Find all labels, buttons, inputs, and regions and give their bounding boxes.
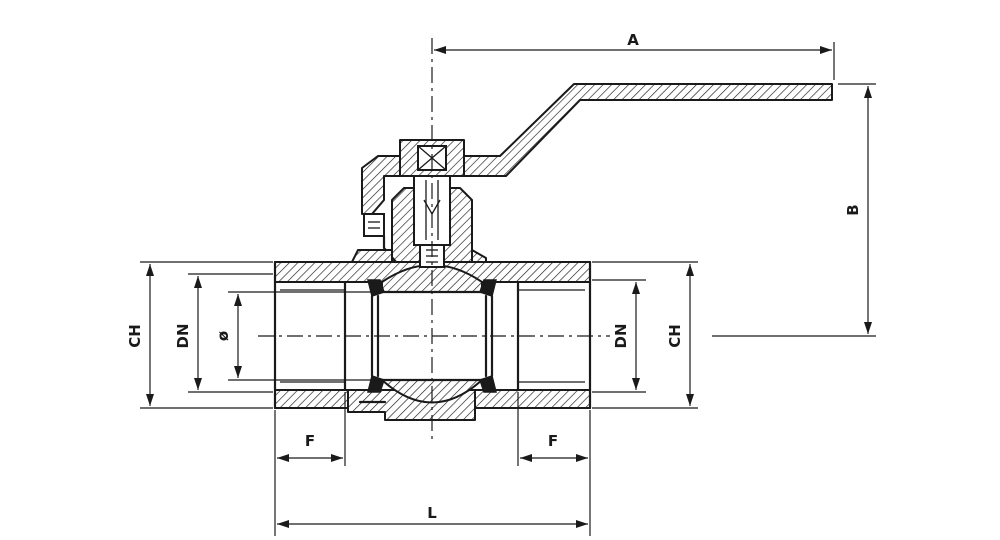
dimension-b: B: [712, 83, 876, 337]
label-bore: ø: [214, 331, 232, 341]
label-ch-left: CH: [126, 324, 144, 348]
label-l: L: [427, 504, 437, 522]
label-f-right: F: [548, 432, 558, 450]
label-dn-left: DN: [174, 323, 192, 348]
label-f-left: F: [305, 432, 315, 450]
label-a: A: [627, 31, 639, 49]
label-dn-right: DN: [612, 323, 630, 348]
dimension-l: L: [274, 410, 591, 536]
dimension-dn-left: DN: [174, 273, 273, 393]
dimension-f-right: F: [517, 392, 588, 466]
label-ch-right: CH: [666, 324, 684, 348]
dimension-ch-right: CH: [592, 261, 698, 409]
dimension-dn-right: DN: [592, 279, 646, 393]
dimension-bore: ø: [214, 291, 372, 381]
dimension-ch-left: CH: [126, 261, 273, 409]
dimension-a: A: [434, 31, 835, 80]
lever-handle: [463, 83, 833, 177]
label-b: B: [844, 204, 862, 215]
dimension-f-left: F: [277, 392, 346, 466]
